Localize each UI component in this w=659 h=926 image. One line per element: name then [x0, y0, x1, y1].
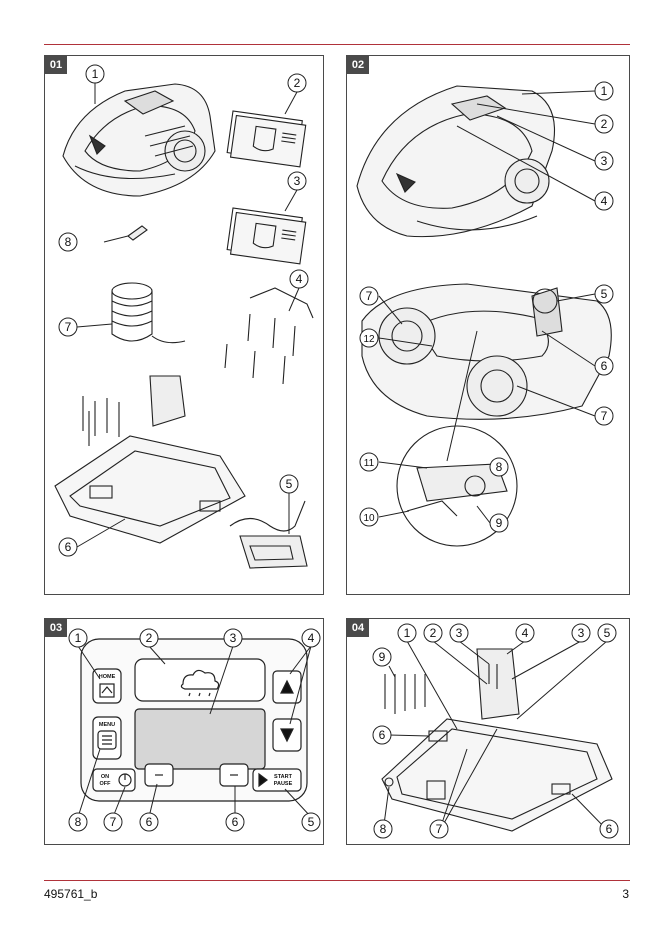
on-off-label-2: OFF — [100, 781, 112, 787]
panel-01-illustration: 1 2 3 4 5 6 7 8 — [54, 64, 314, 569]
page-number: 3 — [622, 887, 629, 901]
robot-mower-drawing — [62, 83, 216, 197]
charging-station-drawing — [54, 375, 246, 544]
charging-station-illustration: 1 2 3 3 4 5 6 6 7 7 8 9 — [372, 623, 619, 839]
pause-label: PAUSE — [274, 781, 293, 787]
quick-guide-drawing — [226, 207, 307, 265]
menu-icon — [102, 735, 112, 745]
callout-3: 3 — [601, 154, 608, 168]
callout-7: 7 — [436, 822, 443, 836]
callout-8: 8 — [75, 815, 82, 829]
panel-tag: 01 — [45, 56, 67, 74]
callout-5: 5 — [286, 477, 293, 491]
callout-4: 4 — [601, 194, 608, 208]
callout-3b: 3 — [578, 626, 585, 640]
footer-rule — [44, 880, 630, 881]
callout-2: 2 — [146, 631, 153, 645]
start-pause-button — [252, 768, 302, 792]
callout-6: 6 — [65, 540, 72, 554]
document-code: 495761_b — [44, 887, 98, 901]
boundary-wire-coil-drawing — [111, 282, 186, 344]
callout-9: 9 — [496, 516, 503, 530]
home-label: HOME — [99, 674, 116, 680]
callout-3: 3 — [294, 174, 301, 188]
panel-02: 02 — [346, 55, 630, 595]
callout-1: 1 — [92, 67, 99, 81]
play-icon — [258, 772, 268, 788]
callout-4: 4 — [308, 631, 315, 645]
header-rule — [44, 44, 630, 45]
panel-tag: 02 — [347, 56, 369, 74]
start-label: START — [274, 774, 293, 780]
callout-lines — [77, 645, 312, 818]
adjustment-tool-drawing — [127, 225, 148, 241]
callout-7b: 7 — [601, 409, 608, 423]
callout-7: 7 — [65, 320, 72, 334]
callout-2: 2 — [294, 76, 301, 90]
manual-drawing — [226, 110, 307, 168]
callout-5: 5 — [308, 815, 315, 829]
callout-6b: 6 — [232, 815, 239, 829]
callout-5: 5 — [604, 626, 611, 640]
callout-3: 3 — [230, 631, 237, 645]
pegs-drawing — [224, 287, 314, 385]
panel-tag: 04 — [347, 619, 369, 637]
callout-11: 11 — [364, 458, 375, 469]
weather-display — [134, 658, 266, 702]
callout-6: 6 — [379, 728, 386, 742]
callout-2: 2 — [601, 117, 608, 131]
down-arrow-icon — [280, 728, 294, 743]
callout-lines — [378, 90, 596, 524]
callout-12: 12 — [363, 334, 375, 345]
callout-1: 1 — [404, 626, 411, 640]
panel-01: 01 — [44, 55, 324, 595]
control-panel-illustration: HOME MENU ON OFF START PAUSE 1 2 3 4 5 6… — [68, 628, 321, 832]
docking-column — [476, 648, 520, 720]
on-off-label: ON — [101, 774, 109, 780]
callout-4: 4 — [296, 272, 303, 286]
blade-disc-detail-drawing — [396, 425, 518, 547]
screws-drawing — [82, 396, 120, 446]
callout-lines — [76, 83, 300, 548]
menu-label: MENU — [99, 722, 115, 728]
panel-04: 04 1 2 3 3 4 — [346, 618, 630, 845]
callout-10: 10 — [363, 513, 375, 524]
lcd-display — [134, 708, 266, 770]
callout-7: 7 — [110, 815, 117, 829]
callout-8: 8 — [496, 460, 503, 474]
callout-3: 3 — [456, 626, 463, 640]
callout-lines — [382, 640, 610, 833]
callout-8: 8 — [380, 822, 387, 836]
callout-6: 6 — [601, 359, 608, 373]
callout-1: 1 — [601, 84, 608, 98]
callout-5: 5 — [601, 287, 608, 301]
callout-6: 6 — [146, 815, 153, 829]
callout-2: 2 — [430, 626, 437, 640]
callout-9: 9 — [379, 650, 386, 664]
home-icon — [101, 686, 113, 694]
panel-02-illustration: 1 2 3 4 5 6 7 7 8 9 10 11 12 — [356, 81, 614, 547]
panel-tag: 03 — [45, 619, 67, 637]
rain-cloud-icon — [180, 669, 220, 690]
callout-8: 8 — [65, 235, 72, 249]
power-supply-drawing — [229, 500, 308, 569]
callout-7: 7 — [366, 289, 373, 303]
callout-1: 1 — [75, 631, 82, 645]
robot-mower-top-drawing — [356, 85, 556, 238]
panel-03: 03 — [44, 618, 324, 845]
callout-6b: 6 — [606, 822, 613, 836]
up-arrow-icon — [280, 679, 294, 694]
callout-4: 4 — [522, 626, 529, 640]
robot-mower-underside-drawing — [361, 283, 612, 420]
